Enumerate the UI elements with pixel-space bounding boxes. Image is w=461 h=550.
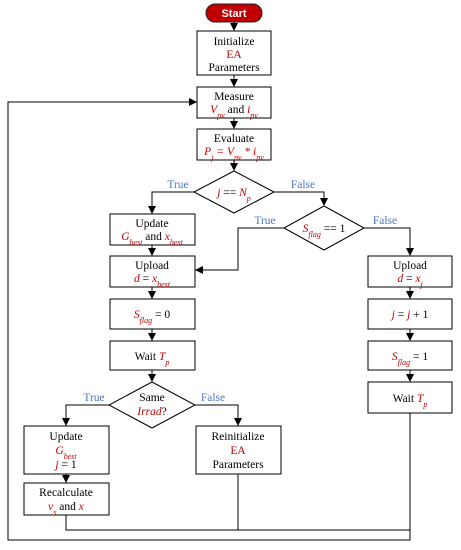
- start-label: Start: [221, 8, 246, 20]
- update-g-title: Update: [49, 431, 82, 443]
- update-best-title: Update: [135, 218, 168, 230]
- same-irrad-line2: Irrad?: [136, 406, 166, 418]
- upload-xj-title: Upload: [393, 260, 427, 272]
- loop-to-measure: [7, 98, 411, 541]
- decision-sflag-text: Sflag == 1: [303, 223, 346, 239]
- init-line1: Initialize: [214, 36, 255, 48]
- label-false-2: False: [373, 215, 397, 227]
- update-g-j: j = 1: [53, 459, 76, 471]
- upload-best-title: Upload: [135, 260, 169, 272]
- sflag-one-text: Sflag = 1: [392, 351, 428, 367]
- label-false-1: False: [291, 179, 315, 191]
- evaluate-expr: Pj = Vpv * ipv: [203, 146, 264, 162]
- recalc-title: Recalculate: [39, 487, 93, 499]
- label-true-3: True: [83, 392, 104, 404]
- upload-xj-box: Upload d = xj: [367, 255, 453, 289]
- sflag-one-box: Sflag = 1: [367, 340, 453, 371]
- wait-left-box: Wait Tp: [109, 340, 196, 371]
- wait-right-text: Wait Tp: [393, 393, 428, 409]
- evaluate-title: Evaluate: [214, 133, 254, 145]
- measure-box: Measure Vpv and ipv: [196, 86, 272, 120]
- reinit-line3: Parameters: [212, 459, 264, 471]
- decision-sflag: Sflag == 1: [282, 205, 366, 251]
- j-increment-text: j = j + 1: [390, 309, 429, 321]
- same-irrad-line1: Same: [139, 392, 165, 404]
- upload-best-expr: d = xbest: [134, 273, 171, 289]
- wait-right-box: Wait Tp: [367, 381, 453, 414]
- reinit-line1: Reinitialize: [211, 431, 264, 443]
- recalculate-box: Recalculate vs and x: [23, 482, 110, 517]
- measure-vars: Vpv and ipv: [210, 104, 258, 120]
- decision-same-irrad: Same Irrad?: [107, 381, 197, 429]
- reinit-line2: EA: [230, 445, 246, 457]
- update-best-box: Update Gbest and xbest: [109, 213, 196, 247]
- label-true-1: True: [167, 179, 188, 191]
- initialize-box: Initialize EA Parameters: [196, 30, 272, 76]
- upload-best-box: Upload d = xbest: [109, 255, 196, 289]
- sflag-zero-box: Sflag = 0: [109, 298, 196, 330]
- update-g-box: Update Gbest j = 1: [23, 425, 110, 475]
- init-line2: EA: [226, 49, 242, 61]
- sflag-zero-text: Sflag = 0: [134, 309, 170, 325]
- update-best-vars: Gbest and xbest: [121, 231, 183, 247]
- init-line3: Parameters: [208, 62, 260, 74]
- wait-left-text: Wait Tp: [135, 351, 170, 367]
- decision-j-np-text: j == Np: [215, 187, 251, 203]
- label-false-3: False: [201, 392, 225, 404]
- update-g-gbest: Gbest: [55, 445, 77, 461]
- upload-xj-expr: d = xj: [397, 273, 423, 289]
- j-increment-box: j = j + 1: [367, 298, 453, 330]
- start-node: Start: [205, 3, 263, 23]
- evaluate-box: Evaluate Pj = Vpv * ipv: [196, 128, 272, 162]
- loop-from-recalc: [65, 413, 411, 531]
- recalc-vars: vs and x: [48, 501, 85, 517]
- decision-j-np: j == Np: [192, 170, 276, 214]
- label-true-2: True: [254, 215, 275, 227]
- measure-title: Measure: [214, 91, 254, 103]
- reinitialize-box: Reinitialize EA Parameters: [195, 425, 282, 475]
